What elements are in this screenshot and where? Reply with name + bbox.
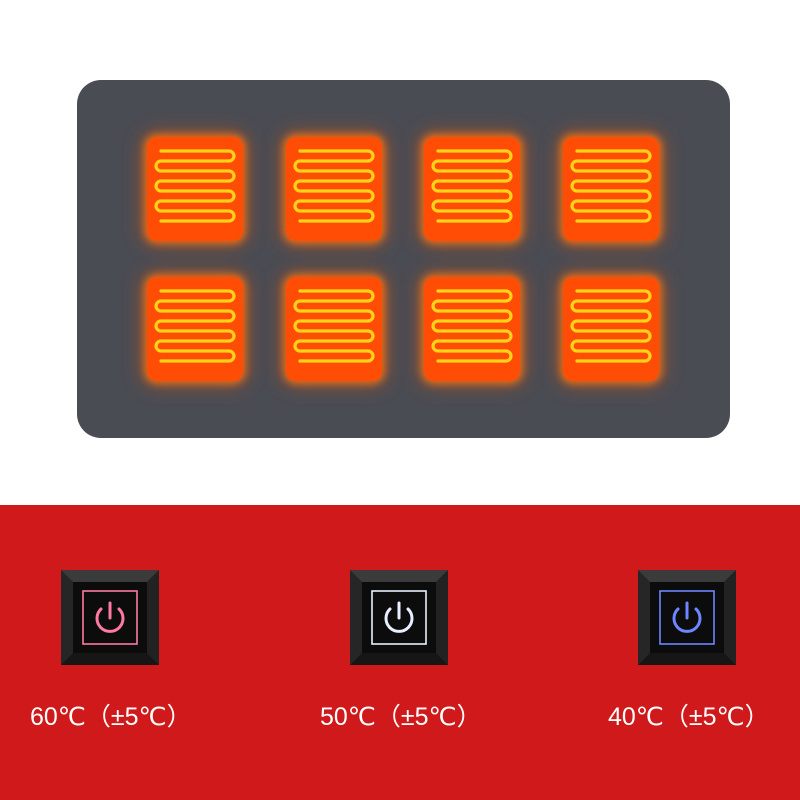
heating-pad-icon [424,137,520,241]
mode-button-60[interactable] [61,570,159,665]
power-button-graphic [61,570,159,665]
heating-pad-icon [563,277,659,381]
heating-pad-icon [424,277,520,381]
heating-coil-icon [570,149,652,223]
heating-pad-icon [286,277,382,381]
mode-label-50: 50℃（±5℃） [320,703,482,731]
heating-coil-icon [431,289,513,363]
mode-label-40: 40℃（±5℃） [608,703,770,731]
heating-coil-icon [570,289,652,363]
power-button-graphic [350,570,448,665]
heating-coil-icon [293,289,375,363]
heating-pad-icon [147,137,243,241]
heating-panel [77,80,730,438]
heating-coil-icon [293,149,375,223]
heating-pad-icon [563,137,659,241]
heating-pad-icon [286,137,382,241]
power-button-graphic [638,570,736,665]
mode-button-50[interactable] [350,570,448,665]
heating-pad-icon [147,277,243,381]
heating-coil-icon [431,149,513,223]
mode-button-40[interactable] [638,570,736,665]
heating-coil-icon [154,289,236,363]
heating-coil-icon [154,149,236,223]
mode-label-60: 60℃（±5℃） [30,703,192,731]
